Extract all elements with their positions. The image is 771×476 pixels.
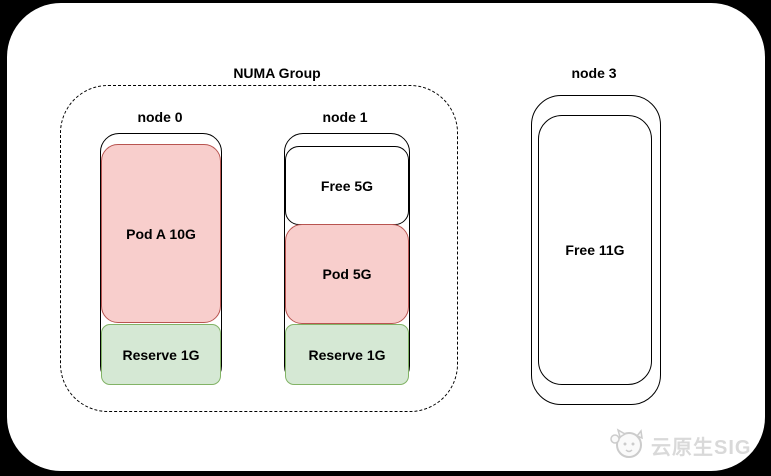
- node1-reserve-block: Reserve 1G: [285, 324, 409, 385]
- node1-pod-block: Pod 5G: [285, 224, 409, 324]
- node3-label: node 3: [571, 65, 617, 81]
- watermark: 云原生SIG: [607, 423, 751, 468]
- node0-reserve-block: Reserve 1G: [101, 324, 221, 385]
- cloud-native-sig-logo-icon: [607, 423, 647, 468]
- node1-label: node 1: [322, 109, 368, 125]
- diagram-canvas: NUMA Group node 0 Pod A 10G Reserve 1G n…: [7, 3, 765, 471]
- node3-free-block: Free 11G: [538, 115, 652, 385]
- node0-label: node 0: [137, 109, 183, 125]
- node0-pod-a-block: Pod A 10G: [101, 144, 221, 323]
- watermark-label: 云原生SIG: [651, 437, 752, 459]
- node1-reserve-label: Reserve 1G: [308, 346, 386, 363]
- numa-group-container: [60, 85, 458, 412]
- node1-free-block: Free 5G: [285, 146, 409, 225]
- node0-pod-a-label: Pod A 10G: [126, 225, 196, 242]
- node0-reserve-label: Reserve 1G: [122, 346, 200, 363]
- node1-pod-label: Pod 5G: [322, 266, 372, 282]
- node1-free-label: Free 5G: [320, 177, 374, 194]
- node3-free-label: Free 11G: [565, 242, 625, 258]
- numa-group-label: NUMA Group: [233, 65, 321, 81]
